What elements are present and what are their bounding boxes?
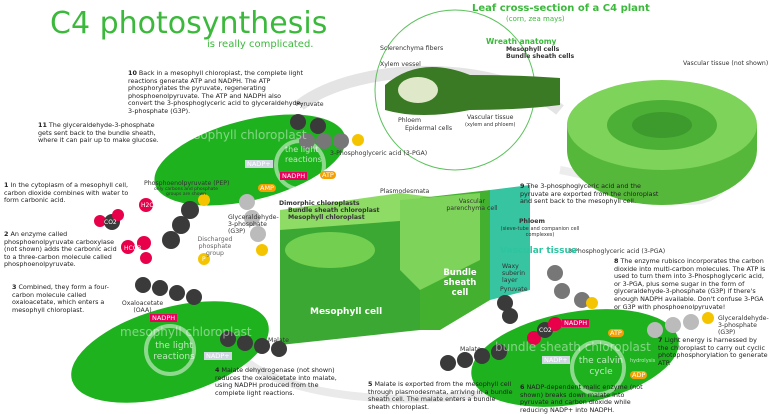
label-pep-note: only carbons and phosphate groups are sh… (154, 187, 218, 197)
label-mesophyll-chloroplast-top: mesophyll chloroplast (175, 128, 307, 142)
label-pyruvate-bottom: Pyruvate (500, 286, 528, 293)
page-subtitle: is really complicated. (207, 39, 314, 50)
label-phosphate: P (202, 256, 206, 263)
leaf-micrograph (385, 67, 560, 115)
wreath-anatomy: Wreath anatomy (486, 37, 557, 46)
tag-atp-top: ATP (320, 171, 336, 179)
label-bs-chloroplast: Bundle sheath chloroplast (288, 207, 380, 214)
leaf-species: (corn, zea mays) (506, 15, 565, 23)
label-malate-left: Malate (268, 337, 289, 344)
label-g3p-right: Glyceraldehyde-3-phosphate (G3P) (718, 315, 769, 336)
label-g3p-left: Glyceraldehyde-3-phosphate (G3P) (228, 214, 279, 235)
label-vascular-parenchyma: Vascular parenchyma cell (446, 198, 498, 212)
label-oaa: Oxaloacetate (OAA) (121, 300, 164, 314)
tag-adp: ADP (630, 371, 648, 379)
label-pyruvate-top: Pyruvate (296, 101, 324, 108)
label-epidermal: Epidermal cells (405, 125, 453, 132)
leaf-heading: Leaf cross-section of a C4 plant (472, 3, 650, 14)
label-vascular-tissue-leaf: Vascular tissue (467, 114, 514, 121)
cell-block (280, 185, 530, 345)
tag-nadph-top: NADPH (280, 172, 308, 180)
label-vascular-not-shown: Vascular tissue (not shown) (683, 60, 769, 67)
label-phloem: Phloem (519, 218, 545, 225)
page-title: C4 photosynthesis (50, 6, 328, 41)
label-co2-right: CO2 (539, 327, 552, 334)
label-sclerenchyma: Sclerenchyma fibers (380, 45, 444, 52)
label-bundle-sheath-cell: Bundle sheath cell (443, 268, 477, 298)
tag-atp-right: ATP (608, 329, 624, 337)
label-3pga-top: 3-Phosphoglyceric acid (3-PGA) (330, 150, 428, 157)
label-vascular-note: (xylem and phloem) (465, 122, 516, 128)
label-malate-right: Malate (460, 346, 481, 353)
tag-nadph-right: NADPH (562, 319, 590, 327)
label-co2-left: CO2 (104, 219, 117, 226)
label-3pga-bottom: 3-Phosphoglyceric acid (3-PGA) (568, 248, 666, 255)
tag-nadp-top: NADP+ (245, 160, 273, 168)
label-h2o: H2O (141, 202, 155, 209)
label-discharged-phosphate: Discharged phosphate group (197, 236, 233, 257)
tag-nadph-left: NADPH (150, 314, 178, 322)
tag-nadp-left: NADP+ (204, 352, 232, 360)
mesophyll-chloroplast-bottom (71, 301, 269, 403)
label-xylem: Xylem vessel (380, 61, 421, 68)
label-hco3: HCO3 (124, 245, 142, 252)
label-light-reactions-bottom: the light reactions (153, 341, 195, 362)
label-waxy-suberin: Waxy suberin layer (502, 263, 526, 284)
label-mesophyll-chloroplast-bottom: mesophyll chloroplast (120, 325, 252, 339)
label-vascular-tissue: Vascular tissue (500, 246, 577, 256)
label-plasmodesmata: Plasmodesmata (380, 188, 430, 195)
label-mesophyll-cell: Mesophyll cell (310, 307, 383, 317)
xylem-vessel-shape (398, 77, 438, 103)
label-hydrolysis: hydrolysis (630, 358, 656, 364)
label-phloem-leaf: Phloem (398, 117, 421, 124)
leaf-cylinder (567, 80, 757, 205)
label-m-chloroplast: Mesophyll chloroplast (288, 214, 365, 221)
tag-nadp-right: NADP+ (542, 356, 570, 364)
tag-amp: AMP (258, 184, 276, 192)
label-pep: Phosphoenolpyruvate (PEP) (144, 180, 230, 187)
label-light-reactions-top: the light reactions (285, 145, 322, 164)
label-phloem-note: (sieve-tube and companion cell complexes… (500, 226, 580, 238)
molecule-circles (94, 114, 714, 371)
label-calvin-cycle: the calvin cycle (578, 356, 624, 377)
label-bundle-sheath-cells: Bundle sheath cells (506, 53, 575, 60)
label-mesophyll-cells: Mesophyll cells (506, 46, 560, 53)
label-dimorphic: Dimorphic chloroplasts (279, 200, 360, 207)
label-bundle-sheath-chloroplast: bundle sheath chloroplast (495, 340, 651, 354)
